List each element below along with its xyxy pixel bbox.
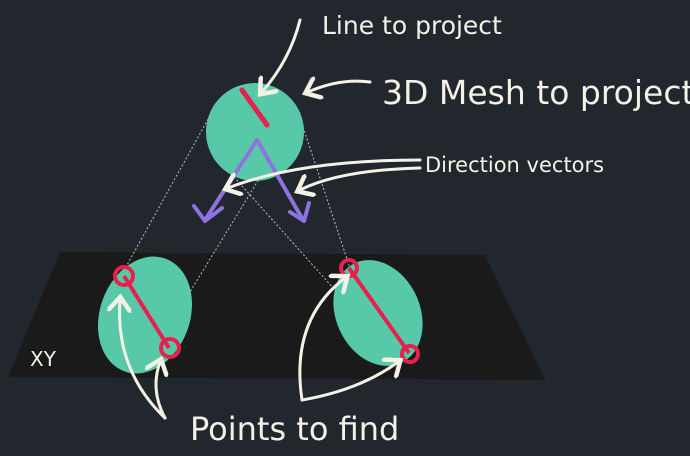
point-right-2 <box>400 344 420 364</box>
point-left-1 <box>113 265 135 287</box>
projected-line-right <box>347 266 411 355</box>
mesh-3d <box>206 83 304 181</box>
label-mesh-to-project: 3D Mesh to project <box>382 73 690 112</box>
label-points-to-find: Points to find <box>190 410 399 448</box>
label-direction-vectors: Direction vectors <box>425 153 604 177</box>
point-left-2 <box>159 337 181 359</box>
line-3d <box>239 87 270 128</box>
annotation-arrows <box>120 18 422 420</box>
label-line-to-project: Line to project <box>322 11 502 40</box>
projected-line-left <box>122 274 171 350</box>
label-plane-xy: XY <box>30 347 57 371</box>
xy-plane <box>8 252 545 380</box>
